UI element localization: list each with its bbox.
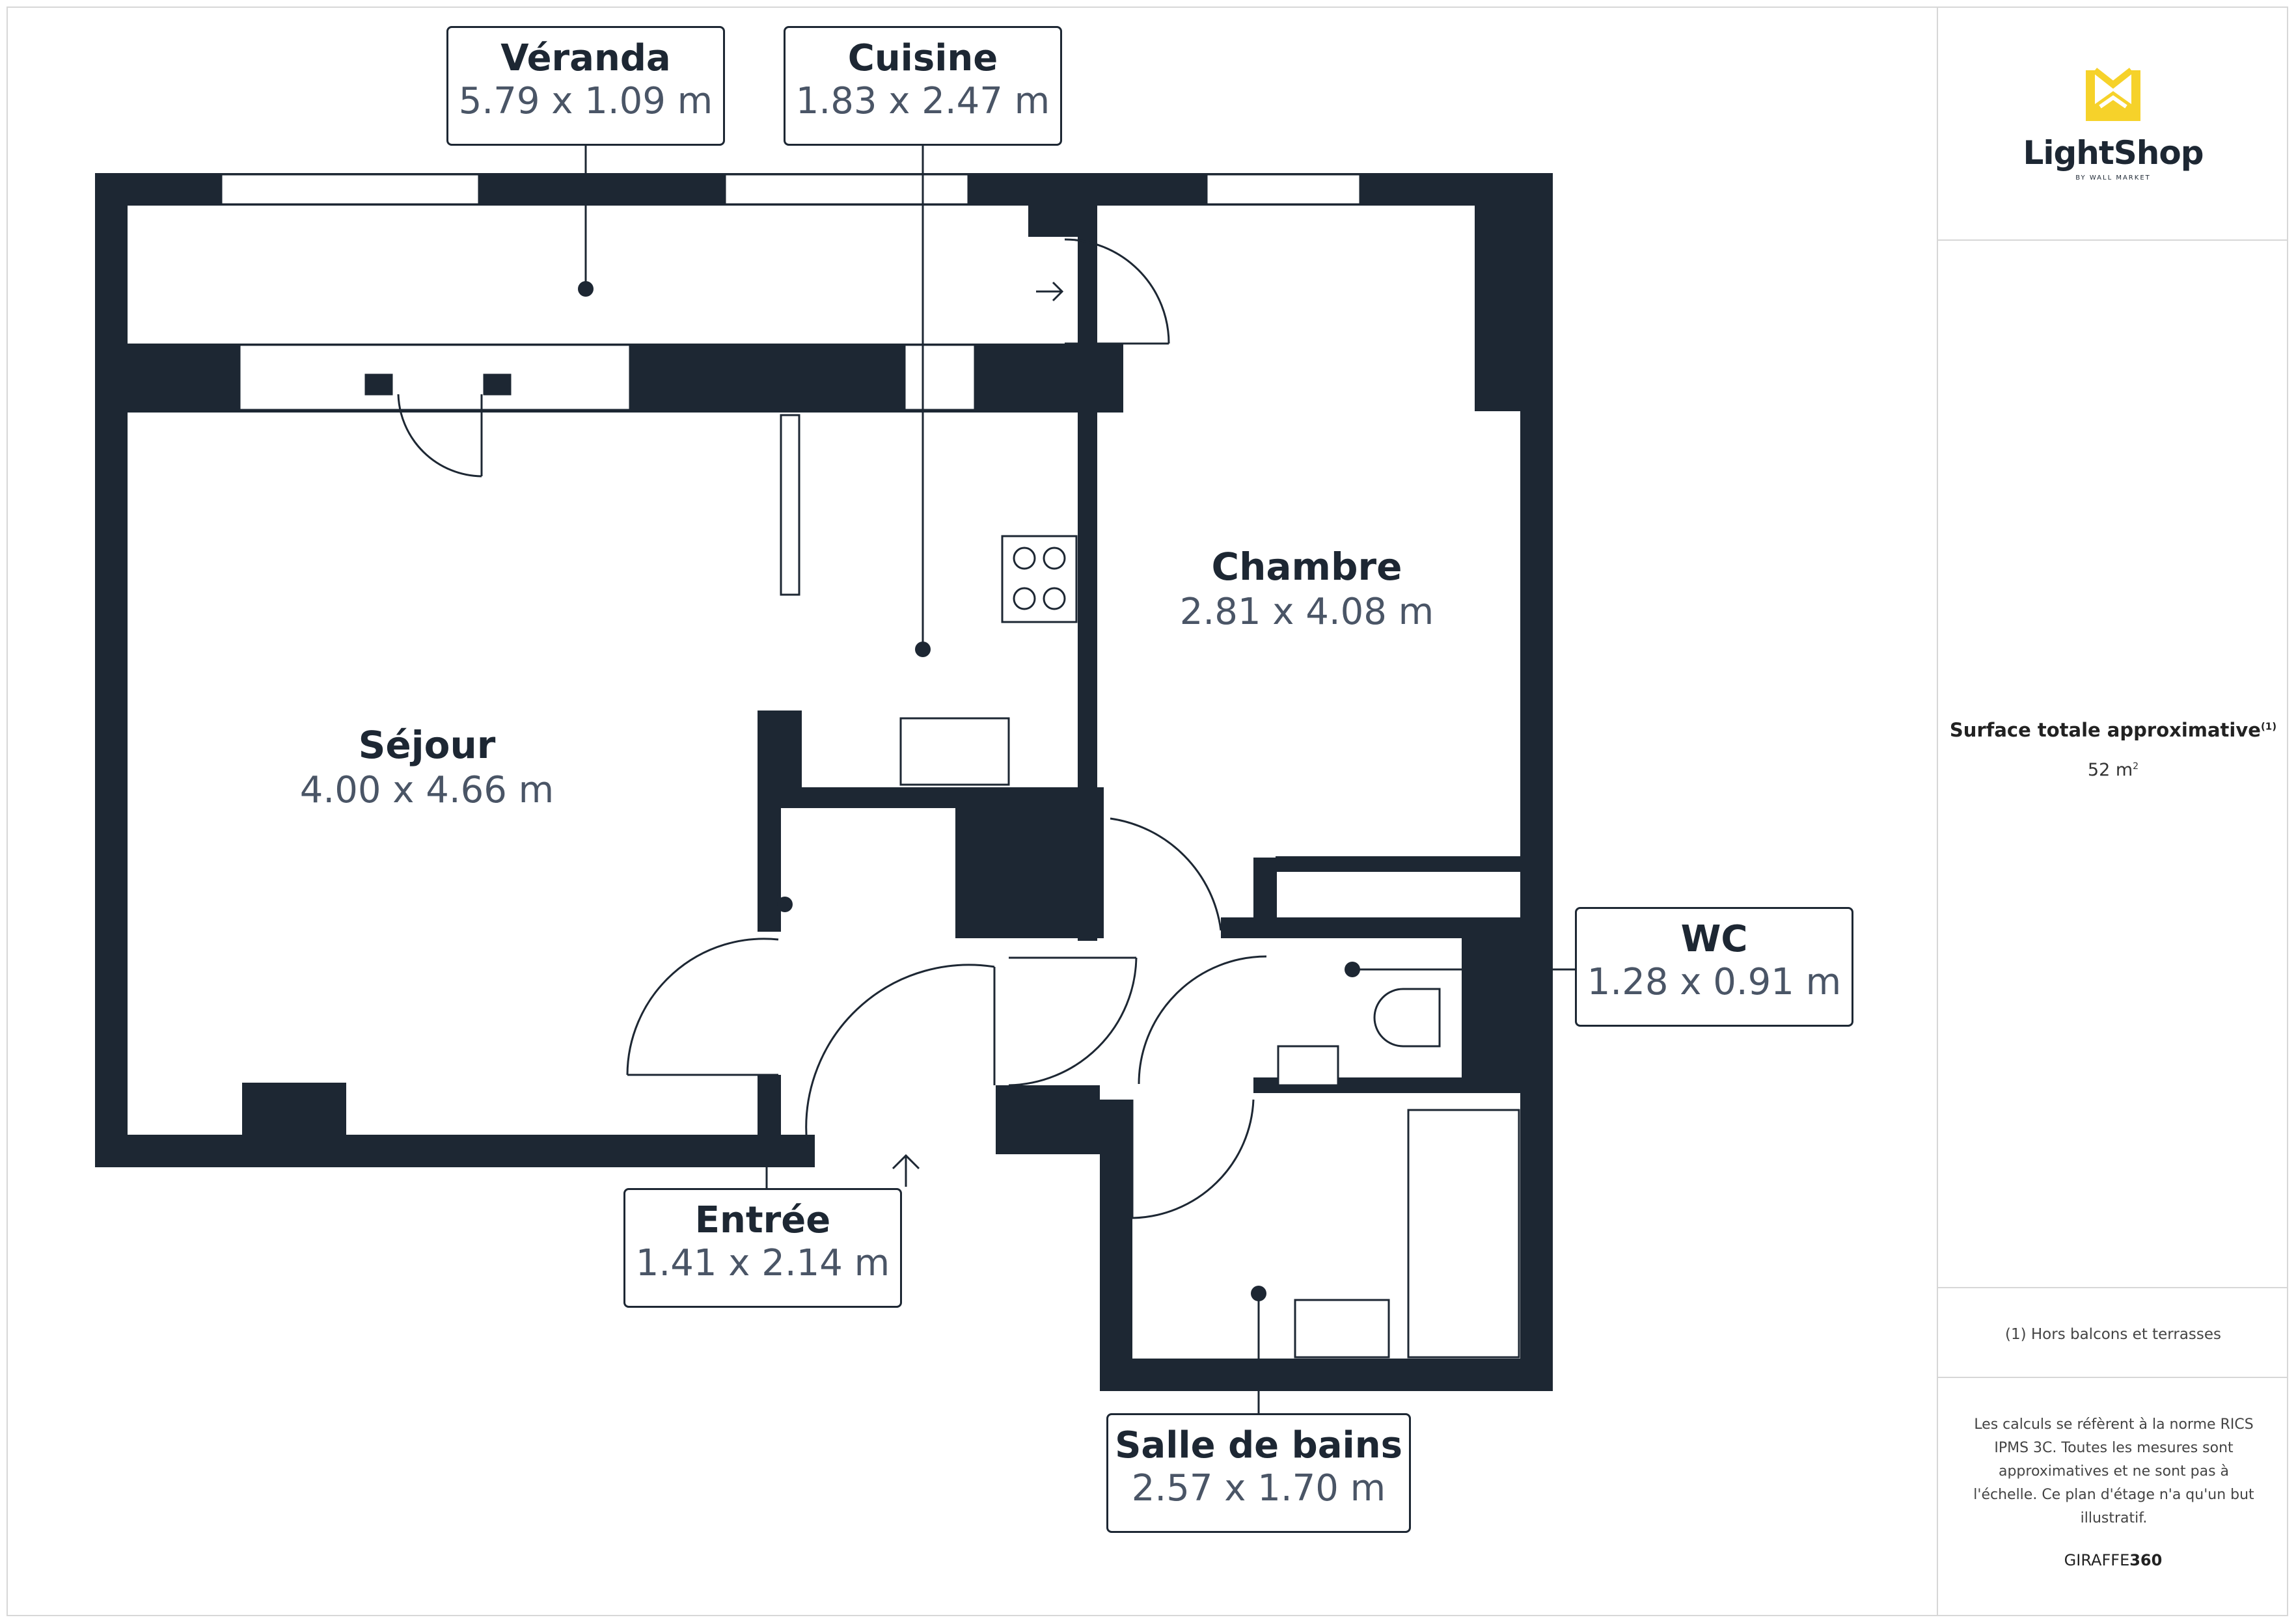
label-entree: Entrée 1.41 x 2.14 m bbox=[623, 1188, 902, 1308]
sidebar-divider bbox=[1938, 239, 2288, 241]
logo-subtext: BY WALL MARKET bbox=[2075, 174, 2151, 182]
footnote: (1) Hors balcons et terrasses bbox=[2004, 1326, 2222, 1343]
veranda-dims: 5.79 x 1.09 m bbox=[458, 80, 713, 122]
label-veranda: Véranda 5.79 x 1.09 m bbox=[446, 26, 725, 146]
total-area-title: Surface totale approximative(1) bbox=[1938, 719, 2288, 741]
giraffe360-brand: GIRAFFE360 bbox=[1938, 1551, 2288, 1569]
brand-prefix: GIRAFFE bbox=[2064, 1551, 2130, 1569]
logo-crown-icon bbox=[2086, 68, 2140, 121]
label-salle-de-bains: Salle de bains 2.57 x 1.70 m bbox=[1106, 1413, 1411, 1533]
label-sejour: Séjour 4.00 x 4.66 m bbox=[232, 722, 622, 813]
entree-dims: 1.41 x 2.14 m bbox=[635, 1242, 890, 1284]
cuisine-dims: 1.83 x 2.47 m bbox=[795, 80, 1050, 122]
bathroom-fixtures bbox=[1277, 988, 1520, 1359]
entrance-arrow bbox=[892, 281, 1064, 1187]
veranda-name: Véranda bbox=[500, 37, 671, 79]
leader-lines bbox=[584, 146, 1575, 1413]
windows bbox=[220, 173, 1361, 411]
wc-name: WC bbox=[1680, 918, 1748, 960]
brand-suffix: 360 bbox=[2129, 1551, 2163, 1569]
sdb-name: Salle de bains bbox=[1115, 1424, 1402, 1467]
disclaimer: Les calculs se réfèrent à la norme RICS … bbox=[1973, 1416, 2254, 1526]
total-area-note: (1) bbox=[2260, 720, 2277, 733]
label-wc: WC 1.28 x 0.91 m bbox=[1575, 907, 1853, 1027]
total-area-title-text: Surface totale approximative bbox=[1949, 719, 2261, 741]
sdb-dims: 2.57 x 1.70 m bbox=[1131, 1467, 1386, 1509]
total-area-unit: 2 bbox=[2133, 761, 2139, 772]
logo-text: LightShop bbox=[2023, 134, 2204, 172]
wc-dims: 1.28 x 0.91 m bbox=[1587, 961, 1842, 1003]
chambre-name: Chambre bbox=[1211, 545, 1402, 589]
chambre-dims: 2.81 x 4.08 m bbox=[1179, 591, 1434, 633]
label-cuisine: Cuisine 1.83 x 2.47 m bbox=[784, 26, 1062, 146]
sejour-dims: 4.00 x 4.66 m bbox=[299, 769, 554, 811]
kitchen-fixtures bbox=[780, 414, 1078, 786]
total-area-value: 52 m2 bbox=[1938, 760, 2288, 780]
entree-name: Entrée bbox=[694, 1199, 831, 1241]
total-area-number: 52 m bbox=[2087, 760, 2133, 780]
floor-plan bbox=[95, 146, 1575, 1413]
label-chambre: Chambre 2.81 x 4.08 m bbox=[1112, 544, 1502, 635]
page-frame bbox=[7, 7, 2288, 1616]
cuisine-name: Cuisine bbox=[847, 37, 998, 79]
lightshop-logo: LightShop BY WALL MARKET bbox=[1938, 65, 2288, 182]
sidebar-divider bbox=[1938, 1377, 2288, 1378]
sidebar: LightShop BY WALL MARKET Surface totale … bbox=[1937, 7, 2288, 1616]
sidebar-divider bbox=[1938, 1287, 2288, 1288]
sejour-name: Séjour bbox=[358, 723, 496, 767]
door-swings bbox=[397, 238, 1267, 1219]
